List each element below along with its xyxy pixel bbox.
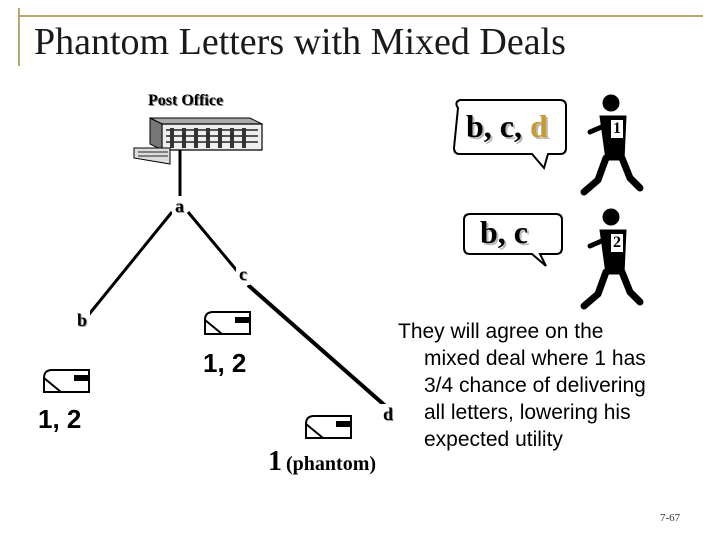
speech-bubble-agent-2 xyxy=(463,213,563,267)
agent-1-figure xyxy=(580,94,644,196)
frame-horizontal-rule xyxy=(18,15,703,17)
frame-vertical-rule xyxy=(18,8,20,66)
note-line-2: mixed deal where 1 has xyxy=(424,347,646,370)
mailbox-icon-c xyxy=(204,311,251,335)
note-line-1: They will agree on the xyxy=(398,320,604,343)
agent-1-bubble-highlight: d xyxy=(530,108,548,144)
allocation-c: 1, 2 xyxy=(203,348,247,378)
mailbox-icon-d xyxy=(305,415,352,439)
note-line-3: 3/4 chance of delivering xyxy=(424,374,646,397)
agent-2-figure xyxy=(580,208,644,310)
post-office-label: Post Office xyxy=(148,92,224,109)
speech-bubble-agent-1 xyxy=(452,99,567,171)
edge-a-c xyxy=(186,211,240,273)
note-line-4: all letters, lowering his xyxy=(424,401,631,424)
node-a-label: a xyxy=(172,196,187,217)
agent-2-number: 2 xyxy=(611,234,623,252)
agent-1-bubble-text: b, c, d xyxy=(466,108,548,145)
post-office-icon xyxy=(133,117,263,165)
agent-2-bubble-prefix: b, c xyxy=(480,214,528,250)
allocation-b: 1, 2 xyxy=(38,404,82,434)
explanation-note: They will agree on the mixed deal where … xyxy=(398,318,698,453)
allocation-d: 1 (phantom) xyxy=(268,446,376,478)
agent-2-bubble-text: b, c xyxy=(480,214,528,251)
edge-a-b xyxy=(84,211,174,319)
node-b-label: b xyxy=(74,310,91,331)
allocation-d-tag: (phantom) xyxy=(286,453,377,475)
page-number: 7-67 xyxy=(660,512,681,524)
mailbox-icon-b xyxy=(43,369,90,393)
node-d-label: d xyxy=(380,404,397,425)
agent-1-number: 1 xyxy=(611,120,623,138)
allocation-d-number: 1 xyxy=(268,446,282,477)
node-c-label: c xyxy=(236,264,250,285)
slide-title: Phantom Letters with Mixed Deals xyxy=(34,21,566,63)
note-line-5: expected utility xyxy=(424,428,563,451)
agent-1-bubble-prefix: b, c, xyxy=(466,108,530,144)
edge-c-d xyxy=(246,283,392,412)
